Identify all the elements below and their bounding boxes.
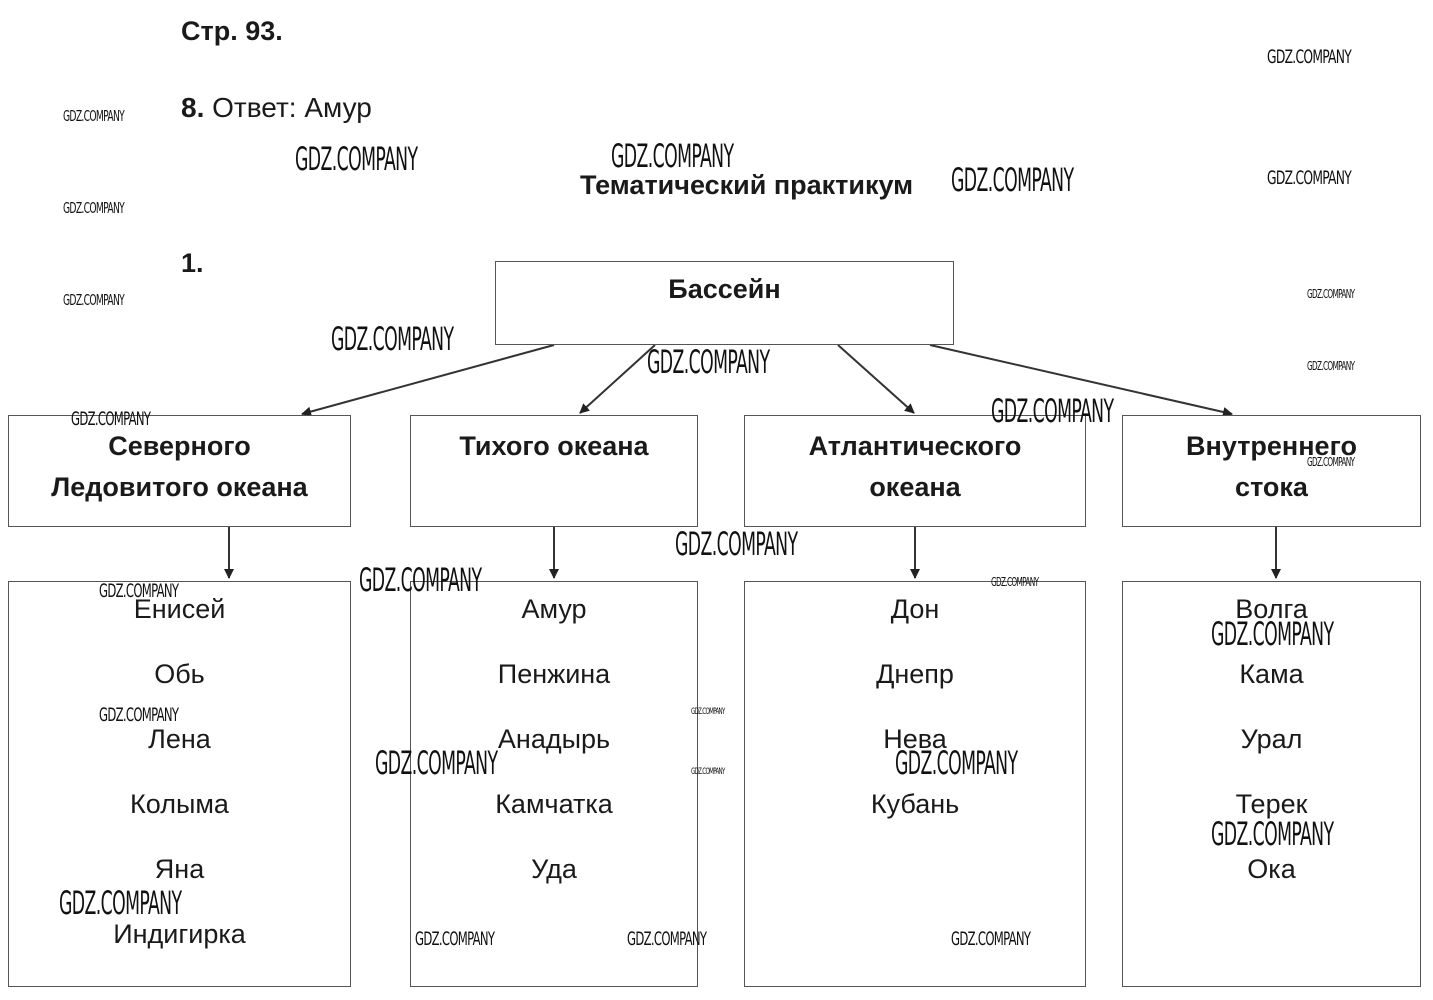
category-label-line2: океана [869,472,961,502]
watermark: GDZ.COMPANY [991,392,1114,430]
river-item: Обь [154,659,205,689]
river-item: Урал [1240,724,1303,754]
task-number: 1. [181,248,204,278]
watermark: GDZ.COMPANY [63,107,125,125]
river-list-internal: Волга Кама Урал Терек Ока [1122,581,1421,987]
river-list-atlantic: Дон Днепр Нева Кубань [744,581,1086,987]
watermark: GDZ.COMPANY [1211,615,1334,653]
arrow-root-to-pacific [579,344,656,414]
river-item: Колыма [130,789,229,819]
watermark: GDZ.COMPANY [63,199,125,217]
river-item: Волга [1235,594,1308,624]
category-label-line2: Ледовитого океана [51,472,308,502]
watermark: GDZ.COMPANY [1267,167,1352,189]
river-item: Яна [154,854,205,884]
river-item: Днепр [876,659,954,689]
category-internal: Внутреннего стока [1122,415,1421,527]
watermark: GDZ.COMPANY [991,575,1039,589]
watermark: GDZ.COMPANY [63,291,125,309]
watermark: GDZ.COMPANY [375,744,498,782]
river-item: Лена [148,724,211,754]
root-node: Бассейн [495,261,954,345]
river-item: Амур [521,594,587,624]
answer-number: 8. [181,92,205,123]
category-pacific: Тихого океана [410,415,698,527]
arrow-root-to-arctic [301,344,555,417]
watermark: GDZ.COMPANY [99,704,179,726]
category-label-line1: Тихого океана [459,431,649,461]
watermark: GDZ.COMPANY [951,161,1074,199]
watermark: GDZ.COMPANY [359,561,482,599]
page-number: Стр. 93. [181,16,283,46]
watermark: GDZ.COMPANY [1307,359,1355,373]
category-label-line1: Северного [108,431,251,461]
watermark: GDZ.COMPANY [71,408,151,430]
watermark: GDZ.COMPANY [895,744,1018,782]
category-label-line1: Атлантического [808,431,1022,461]
river-item: Енисей [133,594,226,624]
watermark: GDZ.COMPANY [1211,815,1334,853]
river-item: Ока [1247,854,1296,884]
river-item: Камчатка [495,789,613,819]
category-label-line1: Внутреннего [1186,431,1357,461]
river-list-pacific: Амур Пенжина Анадырь Камчатка Уда [410,581,698,987]
watermark: GDZ.COMPANY [1307,455,1355,469]
arrow-root-to-atlantic [837,344,915,414]
watermark: GDZ.COMPANY [951,928,1031,950]
watermark: GDZ.COMPANY [691,767,725,777]
watermark: GDZ.COMPANY [59,884,182,922]
watermark: GDZ.COMPANY [1267,46,1352,68]
river-item: Кубань [870,789,960,819]
category-atlantic: Атлантического океана [744,415,1086,527]
watermark: GDZ.COMPANY [1307,287,1355,301]
watermark: GDZ.COMPANY [675,525,798,563]
watermark: GDZ.COMPANY [647,343,770,381]
river-item: Нева [883,724,947,754]
river-item: Анадырь [497,724,611,754]
arrow-root-to-internal [929,344,1233,417]
river-item: Дон [890,594,940,624]
answer-line: 8. Ответ: Амур [181,92,372,124]
watermark: GDZ.COMPANY [99,580,179,602]
watermark: GDZ.COMPANY [611,137,734,175]
watermark: GDZ.COMPANY [415,928,495,950]
river-item: Кама [1239,659,1304,689]
river-list-arctic: Енисей Обь Лена Колыма Яна Индигирка [8,581,351,987]
river-item: Уда [531,854,577,884]
watermark: GDZ.COMPANY [295,140,418,178]
category-label-line2: стока [1235,472,1308,502]
watermark: GDZ.COMPANY [331,320,454,358]
category-arctic: Северного Ледовитого океана [8,415,351,527]
river-item: Пенжина [497,659,611,689]
river-item: Терек [1235,789,1308,819]
section-title: Тематический практикум [580,170,914,200]
watermark: GDZ.COMPANY [691,707,725,717]
answer-text: Ответ: Амур [204,92,372,123]
watermark: GDZ.COMPANY [627,928,707,950]
river-item: Индигирка [113,919,246,949]
